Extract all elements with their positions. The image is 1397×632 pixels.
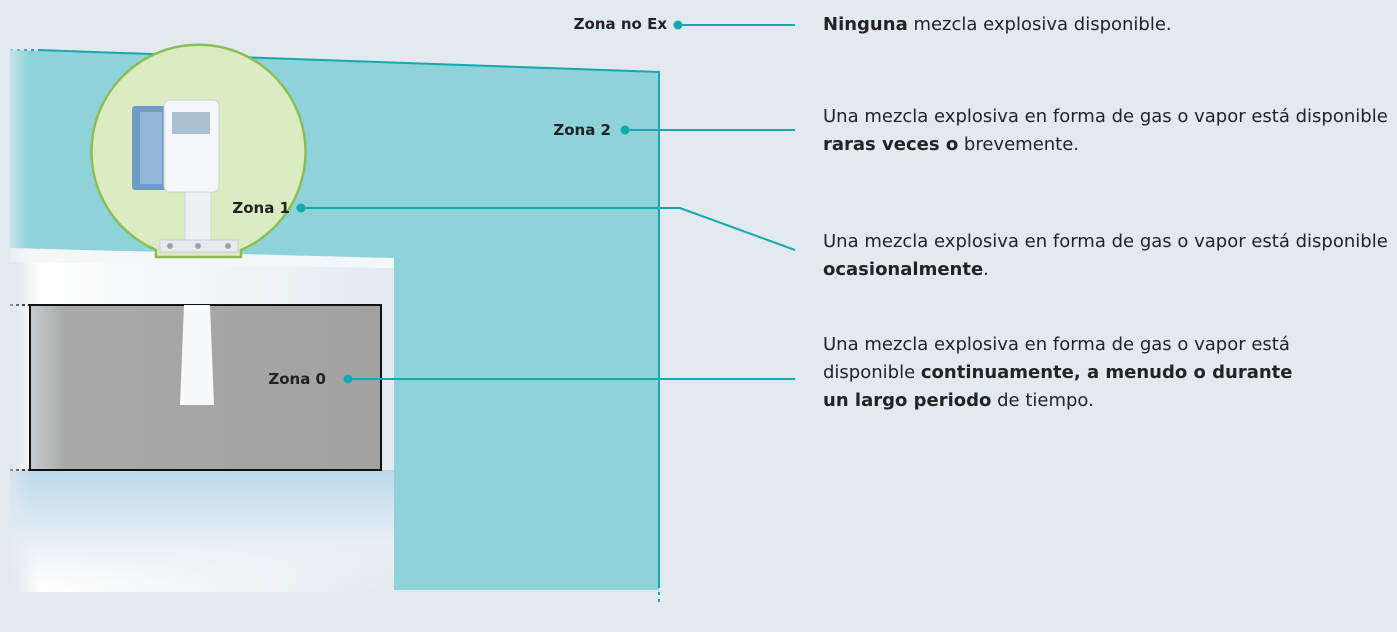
description-text: mezcla explosiva disponible.	[907, 14, 1172, 35]
leader-dot-zona-1	[296, 203, 306, 213]
leader-dot-no-ex	[673, 20, 683, 30]
zone-label-zona-0: Zona 0	[268, 370, 326, 388]
zone-label-zona-1: Zona 1	[232, 199, 290, 217]
description-text: Una mezcla explosiva en forma de gas o v…	[823, 334, 1290, 383]
left-edge-fade	[0, 0, 30, 632]
description-bold-text: raras veces o	[823, 134, 959, 155]
description-text: brevemente.	[958, 134, 1080, 155]
description-bold-text: continuamente, a menudo o durante un lar…	[823, 362, 1293, 411]
description-zona-0: Una mezcla explosiva en forma de gas o v…	[823, 331, 1303, 415]
level-transmitter-device	[132, 99, 239, 253]
description-no-ex: Ninguna mezcla explosiva disponible.	[823, 11, 1383, 39]
zone-label-zona-2: Zona 2	[553, 121, 611, 139]
leader-dot-zona-2	[620, 125, 630, 135]
sensor-probe	[180, 305, 214, 405]
description-bold-text: Ninguna	[823, 14, 908, 35]
leader-dot-zona-0	[343, 374, 353, 384]
zone-label-no-ex: Zona no Ex	[573, 15, 667, 33]
leader-lines	[301, 24, 796, 380]
description-text: .	[983, 259, 989, 280]
tank-liquid	[10, 470, 394, 590]
description-zona-2: Una mezcla explosiva en forma de gas o v…	[823, 103, 1393, 159]
description-text: Una mezcla explosiva en forma de gas o v…	[823, 106, 1388, 127]
description-zona-1: Una mezcla explosiva en forma de gas o v…	[823, 228, 1393, 284]
leader-dots	[296, 20, 683, 384]
description-text: de tiempo.	[991, 390, 1094, 411]
description-text: Una mezcla explosiva en forma de gas o v…	[823, 231, 1388, 252]
leader-line-zona-1	[301, 207, 796, 251]
description-bold-text: ocasionalmente	[823, 259, 984, 280]
